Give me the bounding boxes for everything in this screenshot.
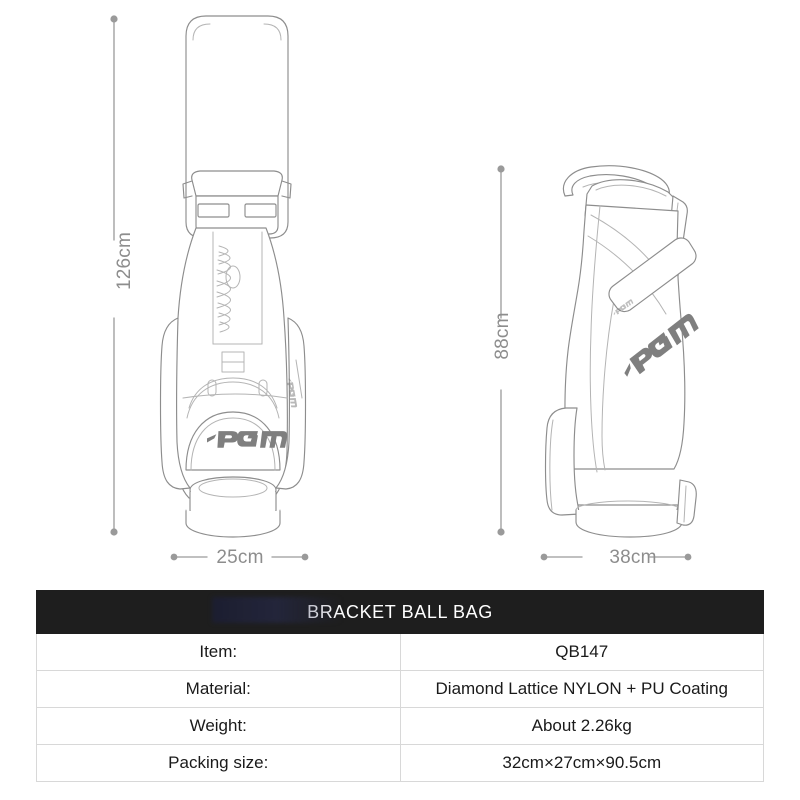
spec-label-material: Material: — [36, 670, 401, 708]
side-logo-text-front — [286, 378, 298, 408]
table-row: Item: QB147 — [36, 633, 764, 671]
product-illustration-area: .ln{fill:none;stroke:#8d8d8d;stroke-widt… — [110, 15, 699, 568]
spec-label-weight: Weight: — [36, 707, 401, 745]
table-row: Material: Diamond Lattice NYLON + PU Coa… — [36, 670, 764, 708]
spec-label-packing-size: Packing size: — [36, 744, 401, 782]
spec-table-header-row: BRACKET BALL BAG — [36, 590, 764, 634]
dimension-lines — [110, 15, 692, 561]
strap-cushion-arcs — [216, 245, 241, 333]
table-row: Weight: About 2.26kg — [36, 707, 764, 745]
golf-bag-side-view — [544, 165, 699, 538]
spec-value-weight: About 2.26kg — [399, 707, 764, 745]
dimension-label-front-height: 126cm — [114, 231, 135, 291]
strap-label-text — [613, 299, 634, 316]
spec-label-item: Item: — [36, 633, 401, 671]
spec-table-title-text: BRACKET BALL BAG — [307, 601, 493, 622]
dimension-label-front-width: 25cm — [216, 547, 264, 568]
spec-value-packing-size: 32cm×27cm×90.5cm — [399, 744, 764, 782]
table-row: Packing size: 32cm×27cm×90.5cm — [36, 744, 764, 782]
pgm-logo-side — [624, 313, 699, 377]
spec-table-title: BRACKET BALL BAG — [36, 590, 764, 634]
dimension-label-side-height: 88cm — [492, 312, 513, 360]
spec-value-material: Diamond Lattice NYLON + PU Coating — [399, 670, 764, 708]
specification-table: BRACKET BALL BAG Item: QB147 Material: D… — [36, 590, 764, 782]
pgm-logo-front — [207, 431, 288, 448]
dimension-label-side-width: 38cm — [609, 547, 657, 568]
golf-bag-front-view — [159, 15, 307, 538]
bag-line-drawings: .ln{fill:none;stroke:#8d8d8d;stroke-widt… — [110, 15, 699, 561]
spec-value-item: QB147 — [399, 633, 764, 671]
